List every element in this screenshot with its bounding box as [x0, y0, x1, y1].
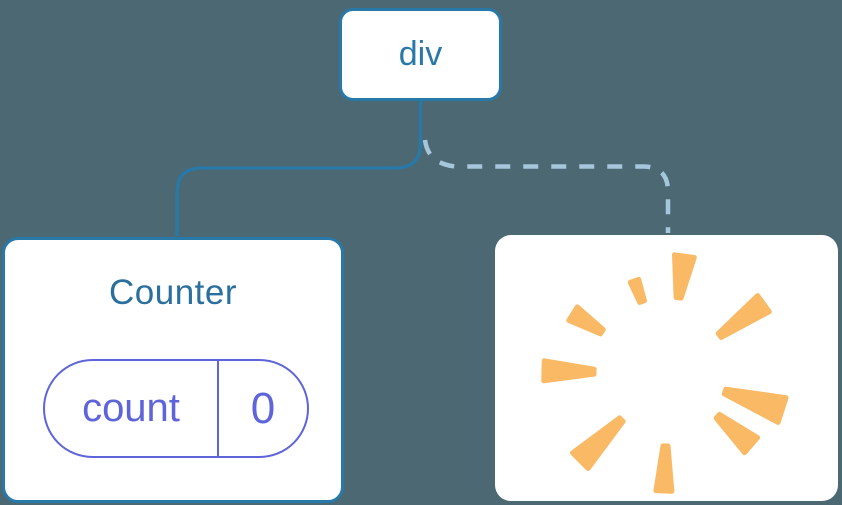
state-key-label: count: [82, 386, 180, 430]
solid-connector: [175, 99, 423, 236]
root-node-label: div: [398, 35, 443, 73]
counter-title: Counter: [108, 273, 238, 312]
dashed-connector: [422, 139, 671, 233]
counter-component-card: Counter count 0: [2, 237, 344, 503]
root-node-div: div: [339, 8, 502, 101]
state-value: 0: [250, 383, 276, 433]
removed-component-card: [495, 235, 838, 501]
state-pill-divider: [217, 361, 219, 456]
state-pill: count 0: [43, 359, 309, 458]
